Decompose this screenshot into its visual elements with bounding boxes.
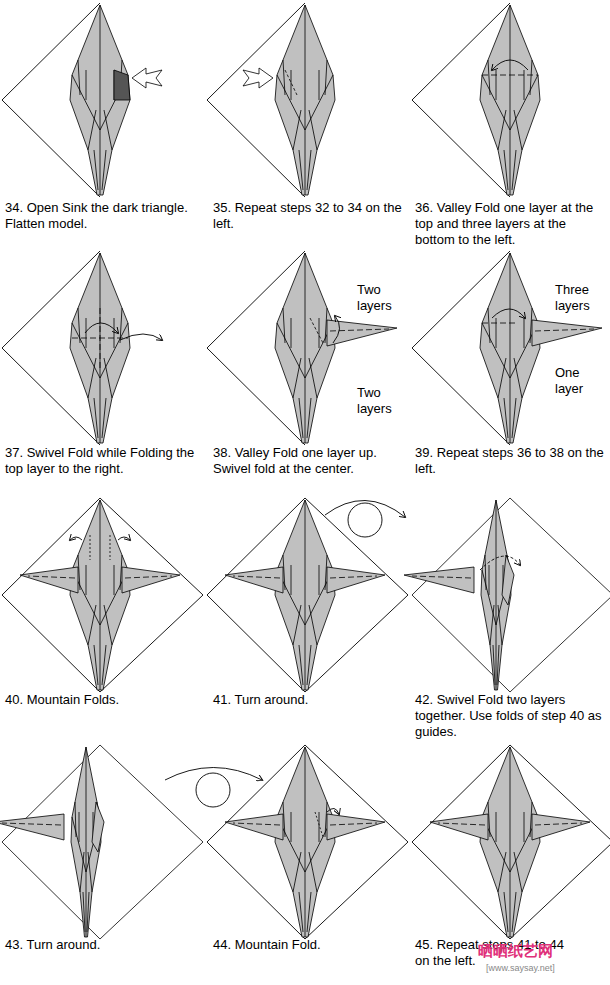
step-caption: 35. Repeat steps 32 to 34 on the left. [213, 200, 405, 232]
layer-label: Two layers [357, 385, 402, 417]
step-caption: 37. Swivel Fold while Folding the top la… [5, 445, 200, 477]
layer-label: Three layers [555, 282, 605, 314]
step-caption: 36. Valley Fold one layer at the top and… [415, 200, 607, 248]
step-caption: 39. Repeat steps 36 to 38 on the left. [415, 445, 607, 477]
step-caption: 38. Valley Fold one layer up. Swivel fol… [213, 445, 405, 477]
step-caption: 42. Swivel Fold two layers together. Use… [415, 692, 607, 740]
step-caption: 40. Mountain Folds. [5, 692, 200, 708]
step-caption: 44. Mountain Fold. [213, 937, 405, 953]
watermark: 晒晒纸艺网 [478, 943, 568, 959]
step-caption: 41. Turn around. [213, 692, 405, 708]
step-caption: 43. Turn around. [5, 937, 200, 953]
layer-label: Two layers [357, 282, 402, 314]
watermark: [www.saysay.net] [486, 960, 586, 976]
step-caption: 34. Open Sink the dark triangle. Flatten… [5, 200, 200, 232]
layer-label: One layer [555, 365, 600, 397]
